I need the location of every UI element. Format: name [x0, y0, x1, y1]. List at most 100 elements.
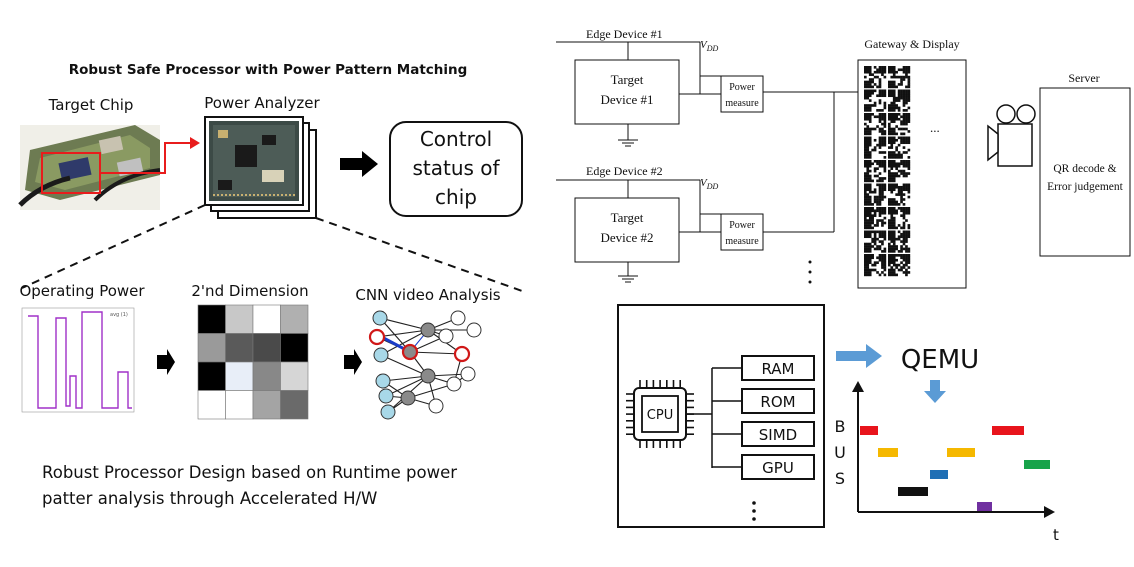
bus-timeline: B U S t	[834, 381, 1059, 544]
qr-code	[864, 160, 887, 183]
ground-symbol-1	[618, 139, 638, 147]
server-desc-line2: Error judgement	[1047, 181, 1123, 193]
stage-arrow-1	[157, 349, 175, 375]
heatmap-cell	[225, 361, 254, 391]
power-measure-1-line2: measure	[725, 98, 759, 109]
stage-arrow-2	[344, 349, 362, 375]
analyzer-to-control-arrow	[340, 151, 378, 177]
bus-bar-yellow-2	[947, 448, 975, 457]
cnn-analysis-label: CNN video Analysis	[355, 286, 500, 304]
qr-code	[864, 89, 887, 112]
second-dimension-heatmap	[197, 304, 309, 420]
qr-code	[888, 230, 911, 253]
power-measure-1-box	[720, 75, 764, 113]
qr-code	[864, 66, 887, 89]
qr-code	[888, 89, 911, 112]
vdd-2-label: VDD	[700, 177, 719, 191]
qr-code	[864, 113, 887, 136]
target-chip-label: Target Chip	[48, 96, 134, 114]
edge-device-2-label: Edge Device #2	[586, 164, 663, 178]
bus-bar-black	[898, 487, 928, 496]
to-qemu-arrow	[836, 344, 882, 368]
cpu-label: CPU	[647, 408, 673, 423]
target-device-1-line1: Target	[611, 72, 644, 87]
control-line-3: chip	[435, 185, 477, 209]
zoom-line-right	[315, 217, 526, 293]
qr-code	[888, 183, 911, 206]
power-analyzer-label: Power Analyzer	[204, 94, 320, 112]
bus-bar-red-1	[860, 426, 878, 435]
edge-device-1-label: Edge Device #1	[586, 27, 663, 41]
heatmap-cell	[225, 304, 254, 334]
heatmap-cell	[252, 390, 281, 420]
qr-code	[888, 113, 911, 136]
power-trace	[28, 311, 132, 409]
module-label-ram: RAM	[761, 360, 794, 378]
left-title: Robust Safe Processor with Power Pattern…	[69, 62, 468, 78]
target-device-2-line2: Device #2	[600, 230, 653, 245]
module-box-simd	[741, 421, 815, 447]
control-status-box: Control status of chip	[389, 121, 523, 217]
qr-code-column	[864, 66, 911, 277]
ground-symbol-2	[618, 275, 638, 283]
vdd-1-label: VDD	[700, 39, 719, 53]
power-analyzer-board	[204, 116, 317, 219]
heatmap-cell	[252, 304, 281, 334]
qr-code	[864, 136, 887, 159]
qemu-label: QEMU	[901, 345, 979, 375]
module-box-gpu	[741, 454, 815, 480]
power-measure-2-line2: measure	[725, 236, 759, 247]
module-label-gpu: GPU	[762, 459, 794, 477]
target-device-1-line2: Device #1	[600, 92, 653, 107]
bus-bar-blue	[930, 470, 948, 479]
bus-letter-b: B	[835, 417, 846, 436]
chip-to-analyzer-arrow	[100, 137, 200, 174]
heatmap-cell	[197, 304, 226, 334]
description-line-2: patter analysis through Accelerated H/W	[42, 489, 377, 508]
target-device-2-box	[574, 197, 680, 263]
cnn-network-graph	[368, 310, 482, 420]
qr-code	[888, 66, 911, 89]
more-devices-dots	[808, 260, 812, 284]
zoom-line-left	[21, 204, 206, 289]
heatmap-cell	[225, 390, 254, 420]
bus-letter-s: S	[835, 469, 845, 488]
heatmap-cell	[197, 361, 226, 391]
qemu-down-arrow	[924, 380, 946, 403]
cpu-chip-icon: CPU	[626, 380, 694, 448]
power-measure-1-line1: Power	[729, 82, 755, 93]
qr-code	[888, 254, 911, 277]
operating-power-label: Operating Power	[19, 282, 145, 300]
qr-code	[888, 160, 911, 183]
qr-code	[888, 207, 911, 230]
bus-bar-purple	[977, 502, 992, 511]
control-line-2: status of	[412, 156, 500, 180]
server-desc-line1: QR decode &	[1053, 163, 1116, 175]
module-box-ram	[741, 355, 815, 381]
gateway-label: Gateway & Display	[864, 37, 959, 51]
edge-device-circuit: Edge Device #1 VDD Target Device #1 Powe…	[556, 27, 1131, 289]
bus-bar-yellow-1	[878, 448, 898, 457]
heatmap-cell	[280, 361, 309, 391]
gateway-ellipsis: ...	[930, 120, 940, 135]
qr-code	[864, 207, 887, 230]
heatmap-cell	[252, 333, 281, 363]
server-label: Server	[1068, 71, 1099, 85]
module-label-simd: SIMD	[759, 426, 797, 444]
power-measure-2-line1: Power	[729, 220, 755, 231]
power-plot-legend: avg (1)	[110, 312, 128, 318]
bus-letter-u: U	[834, 443, 846, 462]
server-box	[1039, 87, 1131, 257]
heatmap-cell	[197, 390, 226, 420]
control-line-1: Control	[420, 127, 492, 151]
bus-bar-red-2	[992, 426, 1024, 435]
module-label-rom: ROM	[760, 393, 795, 411]
more-modules-dots	[752, 501, 756, 521]
heatmap-cell	[280, 390, 309, 420]
qr-code	[864, 254, 887, 277]
target-device-1-box	[574, 59, 680, 125]
qr-code	[864, 183, 887, 206]
hardware-block: CPU RAM ROM SIMD GPU	[617, 304, 825, 528]
heatmap-cell	[252, 361, 281, 391]
time-axis-label: t	[1053, 526, 1059, 544]
